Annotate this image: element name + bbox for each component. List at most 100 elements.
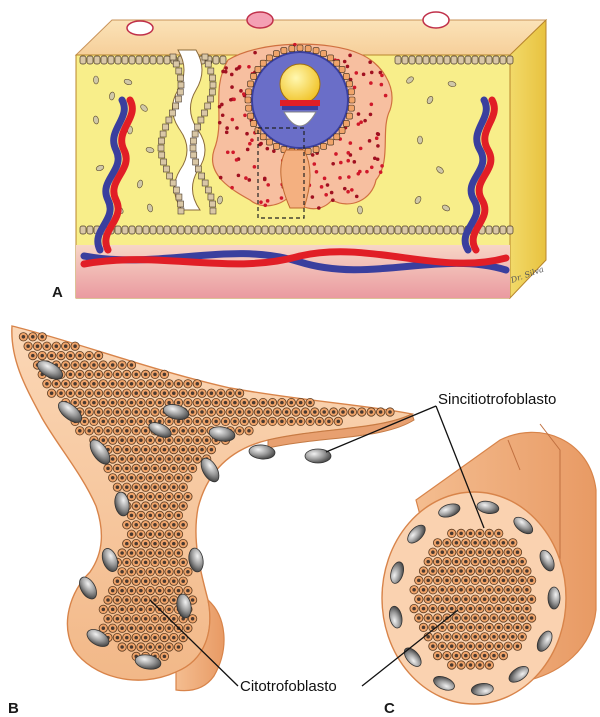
epithelial-cell xyxy=(381,226,387,234)
cytotrophoblast-cell xyxy=(141,615,149,623)
embryonic-disc xyxy=(280,100,320,106)
cytotrophoblast-cell xyxy=(160,445,168,453)
cytotrophoblast-cell xyxy=(104,427,112,435)
cytotrophoblast-cell xyxy=(193,417,201,425)
cytotrophoblast-cell xyxy=(170,633,178,641)
cytotrophoblast-cell xyxy=(184,436,192,444)
cytotrophoblast-cell xyxy=(118,586,126,594)
cytotrophoblast-cell xyxy=(113,483,121,491)
cytotrophoblast-cell xyxy=(165,380,173,388)
cytotrophoblast-cell xyxy=(495,548,503,556)
epithelial-cell xyxy=(402,226,408,234)
cytotrophoblast-cell xyxy=(480,651,488,659)
cytotrophoblast-cell xyxy=(443,651,451,659)
cytotrophoblast-cell xyxy=(66,351,74,359)
cytotrophoblast-cell xyxy=(217,408,225,416)
cytotrophoblast-cell xyxy=(527,595,535,603)
epithelial-cell xyxy=(486,56,492,64)
cytotrophoblast-cell xyxy=(160,389,168,397)
cytotrophoblast-cell xyxy=(85,351,93,359)
cytotrophoblast-cell xyxy=(127,605,135,613)
epithelial-cell xyxy=(486,226,492,234)
cytotrophoblast-cell xyxy=(480,539,488,547)
cytotrophoblast-cell xyxy=(71,361,79,369)
cytotrophoblast-cell xyxy=(462,651,470,659)
cytotrophoblast-cell xyxy=(513,567,521,575)
cytotrophoblast-cell xyxy=(433,595,441,603)
cytotrophoblast-cell xyxy=(109,380,117,388)
cytotrophoblast-cell xyxy=(118,624,126,632)
cytotrophoblast-cell xyxy=(518,633,526,641)
cytotrophoblast-cell xyxy=(127,624,135,632)
cytotrophoblast-cell xyxy=(141,502,149,510)
cytotrophoblast-cell xyxy=(151,408,159,416)
epithelial-cell xyxy=(507,56,513,64)
cytotrophoblast-cell xyxy=(193,398,201,406)
cytotrophoblast-cell xyxy=(137,624,145,632)
epithelial-cell xyxy=(269,226,275,234)
cytotrophoblast-cell xyxy=(170,615,178,623)
cytotrophoblast-cell xyxy=(386,408,394,416)
cytotrophoblast-cell xyxy=(471,557,479,565)
cytotrophoblast-cell xyxy=(193,436,201,444)
cytotrophoblast-cell xyxy=(137,380,145,388)
cytotrophoblast-cell xyxy=(132,483,140,491)
cytotrophoblast-cell xyxy=(513,548,521,556)
epithelial-cell xyxy=(108,56,114,64)
cytotrophoblast-cell xyxy=(141,633,149,641)
cytotrophoblast-cell xyxy=(212,398,220,406)
epithelial-cell xyxy=(423,226,429,234)
cytotrophoblast-cell xyxy=(495,529,503,537)
cytotrophoblast-cell xyxy=(109,417,117,425)
cytotrophoblast-cell xyxy=(137,568,145,576)
epithelial-cell xyxy=(479,56,485,64)
epithelial-cell xyxy=(493,56,499,64)
epithelial-cell xyxy=(150,56,156,64)
cytotrophoblast-cell xyxy=(174,474,182,482)
cytotrophoblast-cell xyxy=(76,427,84,435)
cytotrophoblast-cell xyxy=(94,389,102,397)
cytotrophoblast-cell xyxy=(504,642,512,650)
cytotrophoblast-cell xyxy=(448,548,456,556)
cytotrophoblast-cell xyxy=(306,398,314,406)
cytotrophoblast-cell xyxy=(179,521,187,529)
epithelial-cell xyxy=(248,226,254,234)
cytotrophoblast-cell xyxy=(212,417,220,425)
cytotrophoblast-cell xyxy=(132,389,140,397)
cytotrophoblast-cell xyxy=(250,417,258,425)
panel-c-villus-cross-section: C xyxy=(382,424,596,717)
epithelial-cell xyxy=(122,226,128,234)
epithelial-cell xyxy=(416,56,422,64)
cytotrophoblast-cell xyxy=(146,568,154,576)
cytotrophoblast-cell xyxy=(207,408,215,416)
epithelial-cell xyxy=(87,56,93,64)
cytotrophoblast-cell xyxy=(462,576,470,584)
cytotrophoblast-cell xyxy=(127,455,135,463)
epithelial-cell xyxy=(318,226,324,234)
cytotrophoblast-cell xyxy=(485,642,493,650)
cytotrophoblast-cell xyxy=(123,596,131,604)
cytotrophoblast-cell xyxy=(99,398,107,406)
cytotrophoblast-cell xyxy=(495,642,503,650)
cytotrophoblast-cell xyxy=(123,521,131,529)
cytotrophoblast-cell xyxy=(415,595,423,603)
cytotrophoblast-cell xyxy=(137,605,145,613)
cytotrophoblast-cell xyxy=(448,529,456,537)
cytotrophoblast-cell xyxy=(132,615,140,623)
gland-opening xyxy=(247,12,273,28)
cytotrophoblast-cell xyxy=(160,464,168,472)
cytotrophoblast-cell xyxy=(76,389,84,397)
cytotrophoblast-cell xyxy=(127,417,135,425)
cytotrophoblast-cell xyxy=(165,530,173,538)
cytotrophoblast-cell xyxy=(127,530,135,538)
cytotrophoblast-cell xyxy=(151,389,159,397)
epithelial-cell xyxy=(409,226,415,234)
cytotrophoblast-cell xyxy=(457,642,465,650)
cytotrophoblast-cell xyxy=(52,380,60,388)
cytotrophoblast-cell xyxy=(141,596,149,604)
cytotrophoblast-cell xyxy=(518,595,526,603)
cytotrophoblast-cell xyxy=(226,389,234,397)
epithelial-cell xyxy=(451,226,457,234)
cytotrophoblast-cell xyxy=(141,558,149,566)
cytotrophoblast-cell xyxy=(132,502,140,510)
